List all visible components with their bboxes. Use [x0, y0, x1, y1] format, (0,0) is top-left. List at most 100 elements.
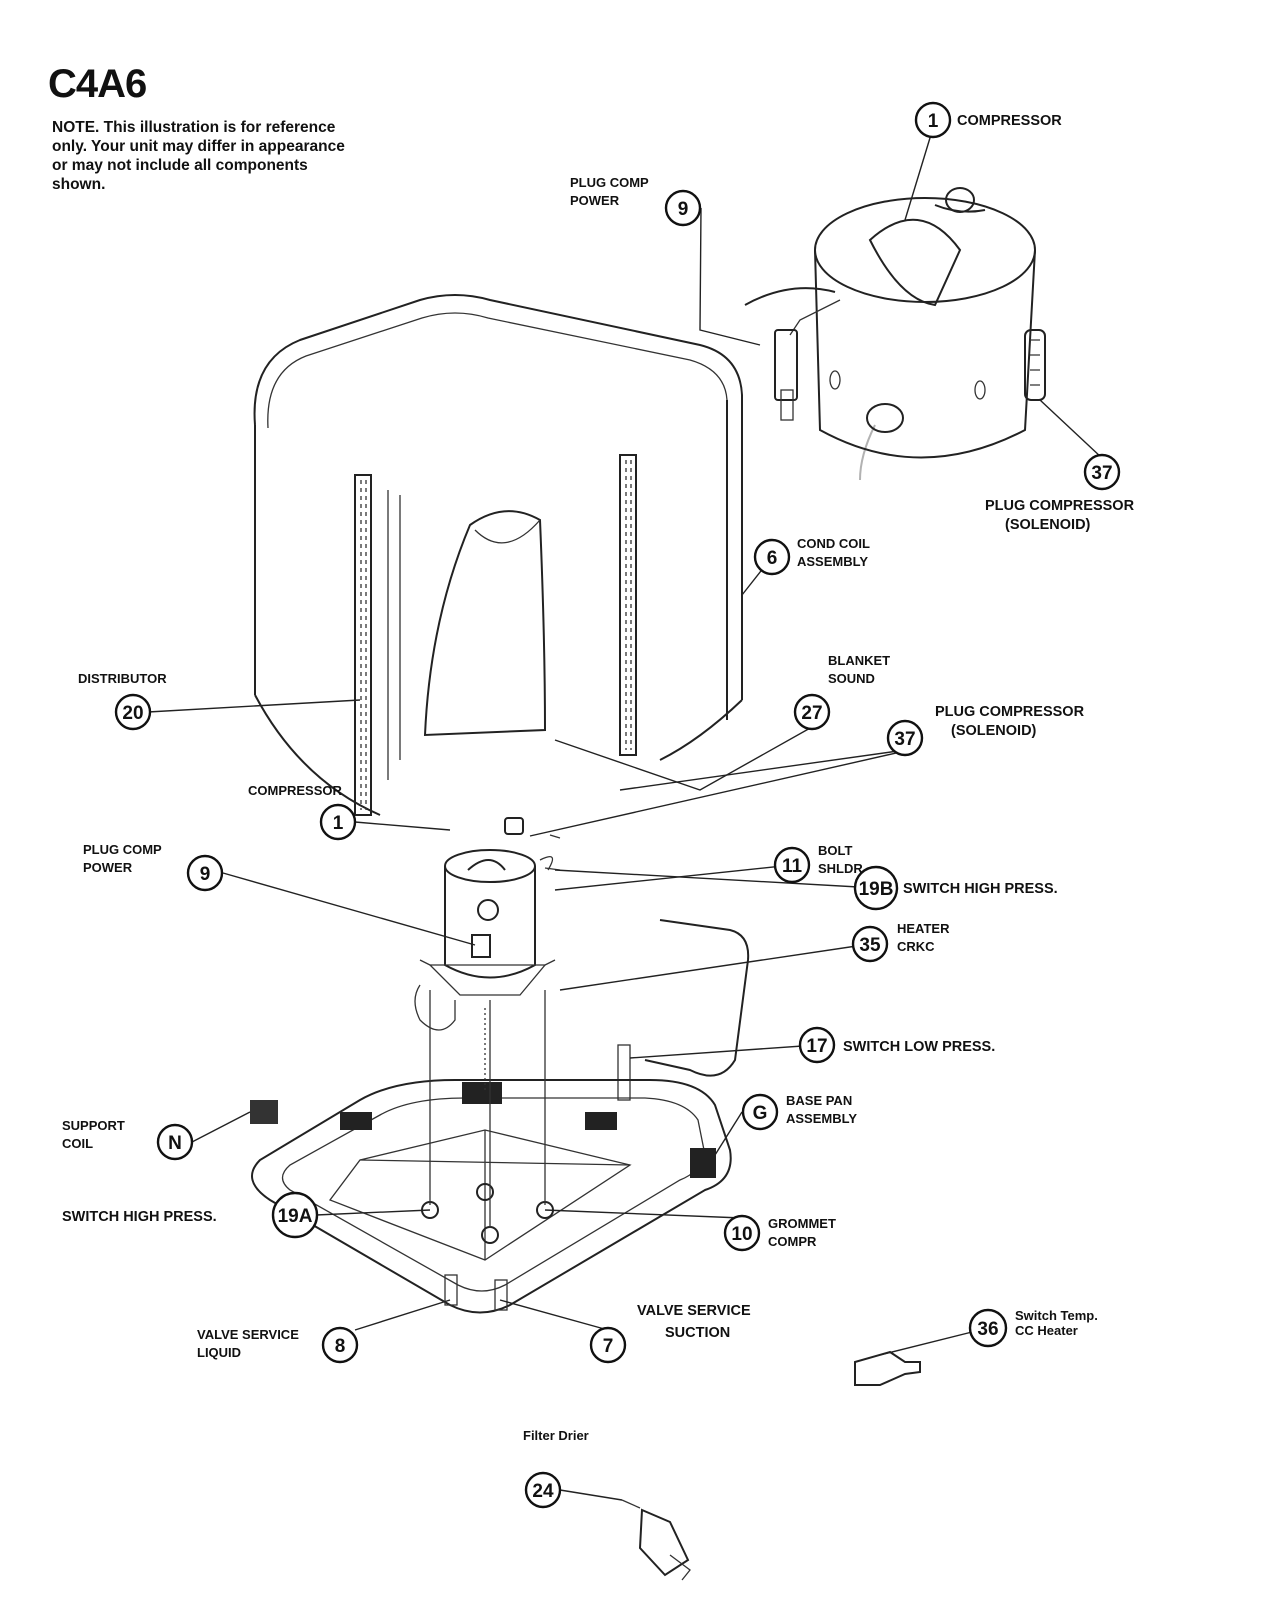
callout-g: G BASE PAN ASSEMBLY: [741, 1093, 857, 1131]
callout-label: CRKC: [897, 939, 935, 954]
callout-label: (SOLENOID): [1005, 517, 1091, 533]
callout-label: (SOLENOID): [951, 723, 1037, 739]
callout-number: 1: [333, 813, 344, 834]
support-coil-drawing: [250, 1100, 278, 1124]
reference-note: NOTE. This illustration is for reference…: [52, 119, 345, 193]
callout-number: 17: [806, 1036, 827, 1057]
callout-label: GROMMET: [768, 1216, 836, 1231]
callout-circle: [186, 854, 224, 892]
callout-number: 8: [335, 1336, 346, 1357]
filter-drier-drawing: [621, 1499, 691, 1581]
callout-label: PLUG COMPRESSOR: [985, 498, 1135, 514]
callout-circle: [793, 693, 831, 731]
callout-number: N: [168, 1133, 182, 1154]
callout-8: 8 VALVE SERVICE LIQUID: [197, 1326, 359, 1364]
callout-label: POWER: [570, 193, 620, 208]
callout-circle: [589, 1326, 627, 1364]
callout-19a: 19A SWITCH HIGH PRESS.: [62, 1191, 319, 1239]
callout-label: BOLT: [818, 843, 852, 858]
callout-circle: [853, 865, 899, 911]
callout-number: 20: [122, 703, 143, 724]
callout-circle: [664, 189, 702, 227]
callout-number: 11: [782, 856, 803, 877]
callout-label: PLUG COMP: [570, 175, 649, 190]
callout-label: VALVE SERVICE: [197, 1327, 299, 1342]
callout-label: CC Heater: [1015, 1323, 1078, 1338]
callout-label: SUPPORT: [62, 1118, 125, 1133]
callout-label: LIQUID: [197, 1345, 241, 1360]
base-pan-drawing: [251, 1079, 732, 1314]
callout-number: 36: [977, 1319, 998, 1340]
callout-number: 7: [603, 1336, 614, 1357]
callout-19b: 19B SWITCH HIGH PRESS.: [853, 865, 1058, 911]
callout-label: COIL: [62, 1136, 93, 1151]
callout-number: 27: [801, 703, 822, 724]
callout-label: PLUG COMPRESSOR: [935, 704, 1085, 720]
temp-switch-drawing: [854, 1350, 921, 1386]
callout-number: 6: [767, 548, 778, 569]
callout-circle: [524, 1471, 562, 1509]
callout-number: 9: [200, 864, 211, 885]
callout-17: 17 SWITCH LOW PRESS.: [798, 1026, 995, 1064]
callout-label: ASSEMBLY: [797, 554, 868, 569]
callout-11: 11 BOLT SHLDR: [773, 843, 863, 884]
callout-number: 37: [894, 729, 915, 750]
callout-label: SWITCH HIGH PRESS.: [903, 881, 1058, 897]
callout-circle: [753, 538, 791, 576]
leader-lines: [147, 127, 1103, 1501]
callout-37: 37 PLUG COMPRESSOR (SOLENOID): [886, 704, 1085, 757]
callout-label: COMPR: [768, 1234, 817, 1249]
callout-circle: [1083, 453, 1121, 491]
callout-circle: [156, 1123, 194, 1161]
callout-label: ASSEMBLY: [786, 1111, 857, 1126]
callout-number: 24: [532, 1481, 554, 1502]
callout-number: 37: [1091, 463, 1112, 484]
callout-10: 10 GROMMET COMPR: [723, 1214, 836, 1252]
callout-label: PLUG COMP: [83, 842, 162, 857]
callout-circle: [271, 1191, 319, 1239]
callout-number: G: [753, 1103, 768, 1124]
callout-circle: [321, 1326, 359, 1364]
callout-circle: [114, 693, 152, 731]
callout-number: 9: [678, 199, 689, 220]
callout-number: 1: [928, 111, 939, 132]
callout-circle: [886, 719, 924, 757]
callout-20: 20 DISTRIBUTOR: [78, 671, 167, 731]
callout-circle: [741, 1093, 779, 1131]
heater-drawing: [644, 919, 750, 1077]
compressor-drawing: [414, 817, 561, 1031]
callout-circle: [851, 925, 889, 963]
callout-circle: [798, 1026, 836, 1064]
callout-9: 9 PLUG COMP POWER: [570, 175, 702, 227]
callout-number: 19B: [859, 879, 894, 900]
low-pressure-switch-drawing: [617, 1044, 631, 1101]
callout-circle: [914, 101, 952, 139]
callout-label: HEATER: [897, 921, 950, 936]
callout-circle: [968, 1308, 1008, 1348]
callout-circle: [773, 846, 811, 884]
callout-number: 10: [731, 1224, 752, 1245]
callout-label: SWITCH HIGH PRESS.: [62, 1209, 217, 1225]
callout-circle: [723, 1214, 761, 1252]
callout-label: Switch Temp.: [1015, 1308, 1098, 1323]
callout-label: BASE PAN: [786, 1093, 852, 1108]
callout-number: 19A: [278, 1206, 313, 1227]
callout-label: VALVE SERVICE: [637, 1303, 751, 1319]
callout-label: DISTRIBUTOR: [78, 671, 167, 686]
callout-n: N SUPPORT COIL: [62, 1118, 194, 1161]
compressor-detail-drawing: [744, 187, 1046, 481]
callout-label: SHLDR: [818, 861, 863, 876]
callout-label: SWITCH LOW PRESS.: [843, 1039, 995, 1055]
model-title: C4A6: [48, 62, 147, 106]
callout-label: SOUND: [828, 671, 875, 686]
callout-label: BLANKET: [828, 653, 890, 668]
